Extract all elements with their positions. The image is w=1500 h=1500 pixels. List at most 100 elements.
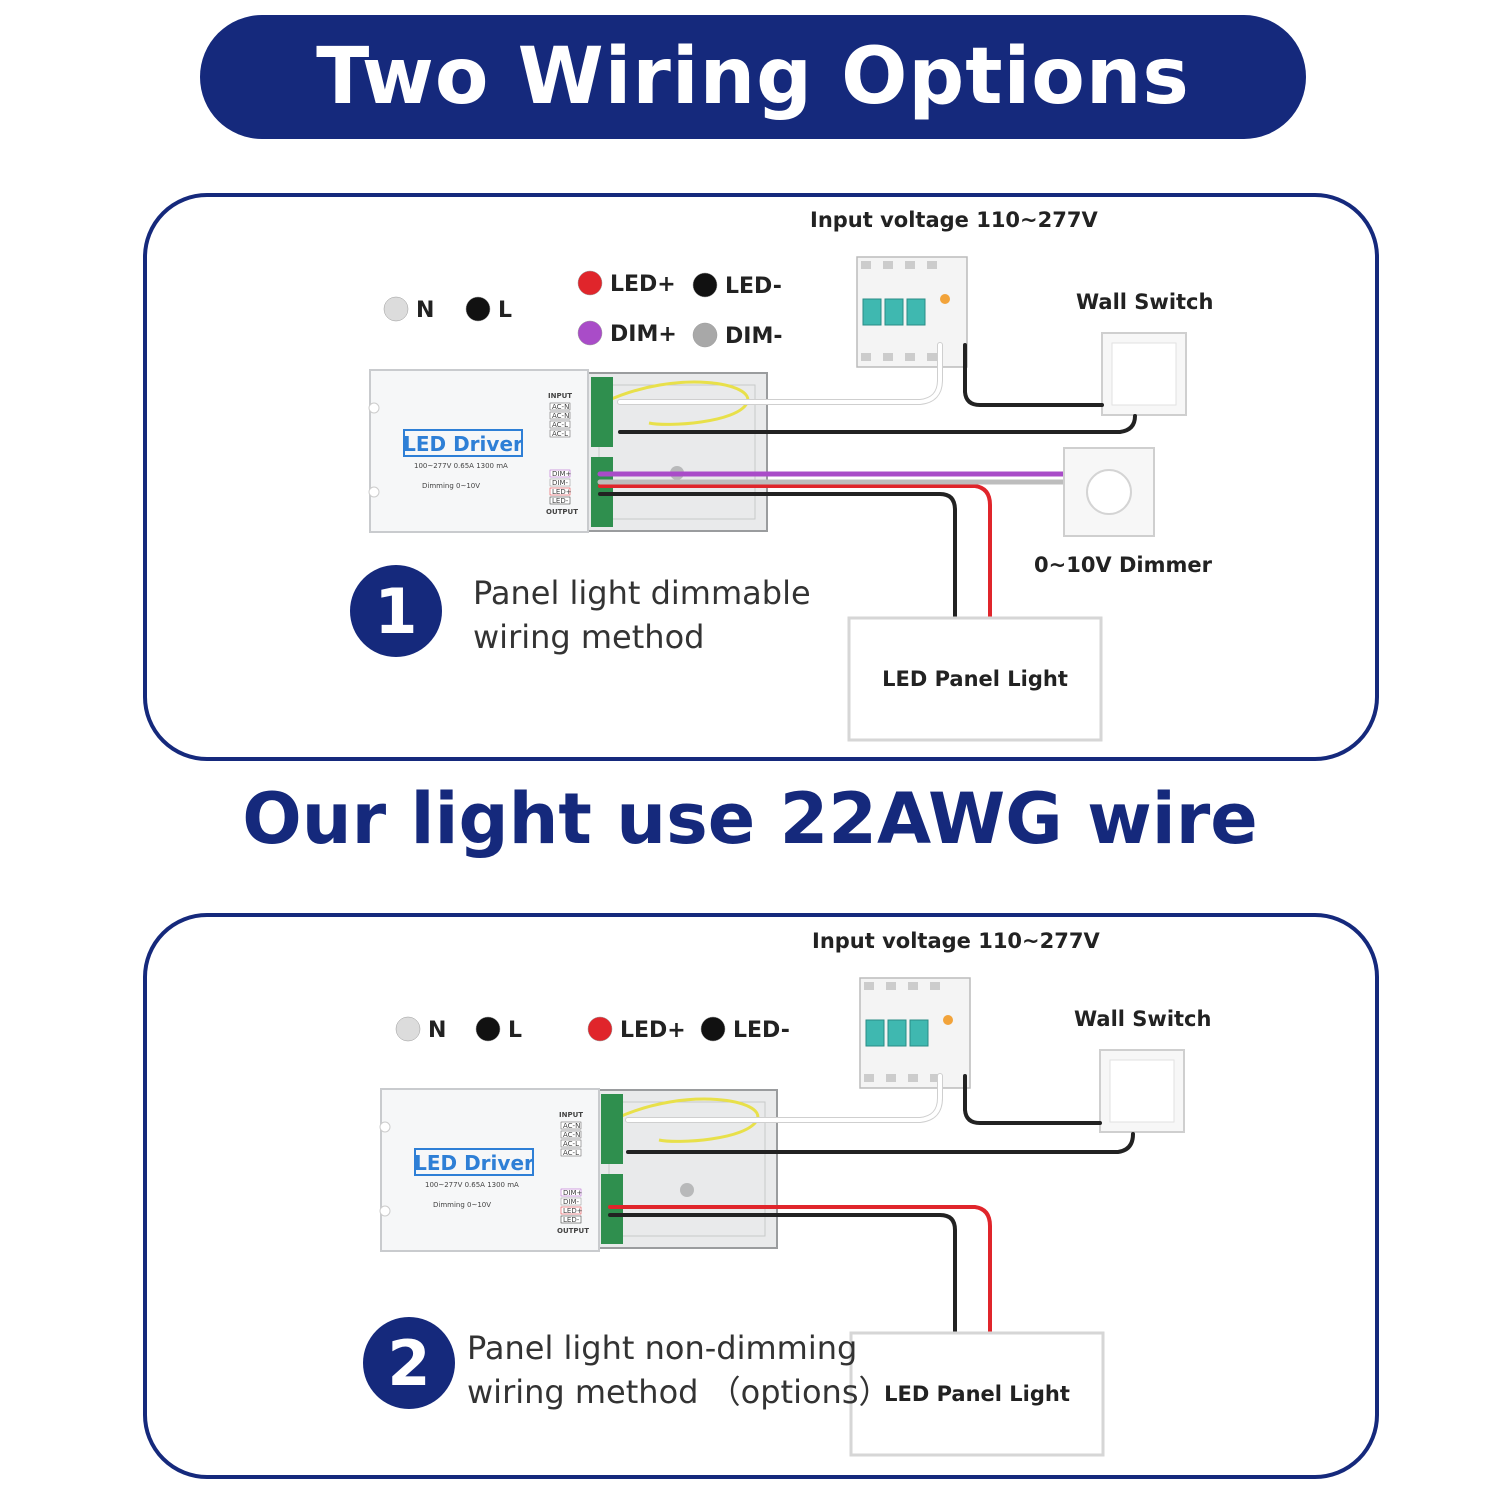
driver-output-label: OUTPUT <box>557 1227 589 1235</box>
knockout-hole <box>680 1183 694 1197</box>
legend-label: LED+ <box>620 1018 686 1043</box>
option-1-panel <box>143 193 1379 761</box>
led-minus-wire <box>598 492 957 620</box>
driver-input-pin <box>549 402 571 411</box>
breaker-terminal <box>905 353 915 361</box>
breaker-to-switch-wire <box>963 1074 1102 1125</box>
wall-switch-rocker <box>1109 1059 1175 1123</box>
driver-input-pin-label: AC-N <box>563 1131 580 1139</box>
driver-input-pin <box>560 1148 582 1157</box>
legend-dot <box>577 270 603 296</box>
driver-input-pin-label: AC-L <box>563 1149 579 1157</box>
option-number-badge <box>350 565 442 657</box>
led-driver-spec: 100~277V 0.65A 1300 mA <box>414 462 508 470</box>
legend-label: L <box>498 298 512 323</box>
legend-label: N <box>428 1018 446 1043</box>
breaker-terminal <box>864 1074 874 1082</box>
driver-output-pin-label: DIM- <box>552 479 568 487</box>
breaker-terminal <box>908 982 918 990</box>
driver-output-pin <box>549 496 571 505</box>
driver-output-pin <box>549 478 571 487</box>
led-panel-light <box>849 1331 1105 1457</box>
legend-label: N <box>416 298 434 323</box>
wall-switch-rocker <box>1111 342 1177 406</box>
driver-input-pin-label: AC-N <box>552 403 569 411</box>
legend-dot <box>577 320 603 346</box>
terminal-block-input <box>601 1094 623 1164</box>
led-plus-wire <box>608 1205 992 1335</box>
title-banner: Two Wiring Options <box>200 15 1306 139</box>
legend-dot <box>475 1016 501 1042</box>
option-number: 2 <box>387 1327 430 1400</box>
driver-output-pin-label: DIM- <box>563 1198 579 1206</box>
breaker-toggle <box>884 298 904 326</box>
driver-input-label: INPUT <box>548 392 572 400</box>
legend-dot <box>465 296 491 322</box>
led-driver-title: LED Driver <box>414 1151 534 1175</box>
breaker-terminal <box>886 1074 896 1082</box>
breaker-terminal <box>861 261 871 269</box>
breaker-terminal <box>930 982 940 990</box>
breaker-terminal <box>883 261 893 269</box>
driver-output-pin <box>560 1188 582 1197</box>
led-plus-wire <box>598 484 992 620</box>
junction-box <box>596 1089 778 1249</box>
option-description-line1: Panel light non-dimming <box>467 1329 857 1367</box>
legend-dot <box>700 1016 726 1042</box>
legend-dot <box>692 272 718 298</box>
driver-input-pin <box>549 420 571 429</box>
driver-output-pin-label: LED+ <box>563 1207 583 1215</box>
driver-output-label: OUTPUT <box>546 508 578 516</box>
driver-output-pin-label: DIM+ <box>563 1189 582 1197</box>
option-number-badge <box>363 1317 455 1409</box>
legend-dot <box>395 1016 421 1042</box>
led-driver-title-frame <box>414 1148 534 1176</box>
driver-input-pin-label: AC-L <box>563 1140 579 1148</box>
input-voltage-label: Input voltage 110~277V <box>812 929 1100 953</box>
terminal-block-input <box>591 377 613 447</box>
neutral-wire <box>626 1074 942 1122</box>
option-description-line1: Panel light dimmable <box>473 574 811 612</box>
led-driver <box>380 1088 600 1252</box>
mount-hole <box>379 1121 391 1133</box>
breaker-terminal <box>930 1074 940 1082</box>
junction-box-inner <box>608 1101 766 1237</box>
junction-box-inner <box>598 384 756 520</box>
neutral-wire <box>618 343 942 404</box>
driver-input-pin <box>560 1121 582 1130</box>
breaker-terminal <box>886 982 896 990</box>
wall-switch-label: Wall Switch <box>1076 290 1213 314</box>
led-driver-title-frame <box>403 429 523 457</box>
breaker-toggle <box>909 1019 929 1047</box>
breaker-terminal <box>927 261 937 269</box>
legend-dot <box>692 322 718 348</box>
driver-output-pin-label: LED+ <box>552 488 572 496</box>
wall-switch-label: Wall Switch <box>1074 1007 1211 1031</box>
driver-input-pin-label: AC-L <box>552 430 568 438</box>
line-wire <box>626 1132 1135 1154</box>
driver-input-pin-label: AC-L <box>552 421 568 429</box>
driver-output-pin <box>560 1215 582 1224</box>
led-minus-wire <box>608 1213 957 1335</box>
breaker-terminal <box>883 353 893 361</box>
legend-label: DIM- <box>725 324 782 349</box>
legend-label: LED+ <box>610 272 676 297</box>
breaker-terminal <box>908 1074 918 1082</box>
option-description-line2: wiring method <box>473 618 704 656</box>
legend-dot <box>383 296 409 322</box>
breaker-toggle <box>887 1019 907 1047</box>
breaker-toggle <box>862 298 882 326</box>
mount-hole <box>368 402 380 414</box>
led-driver-dimming: Dimming 0~10V <box>422 482 480 490</box>
option-number: 1 <box>374 575 417 648</box>
line-wire <box>618 414 1137 434</box>
page-title: Two Wiring Options <box>316 32 1190 122</box>
dimmer-knob <box>1086 469 1132 515</box>
option-description-line2: wiring method （options） <box>467 1373 891 1411</box>
driver-output-pin-label: DIM+ <box>552 470 571 478</box>
led-panel-light-label: LED Panel Light <box>882 667 1068 691</box>
led-driver <box>369 369 589 533</box>
